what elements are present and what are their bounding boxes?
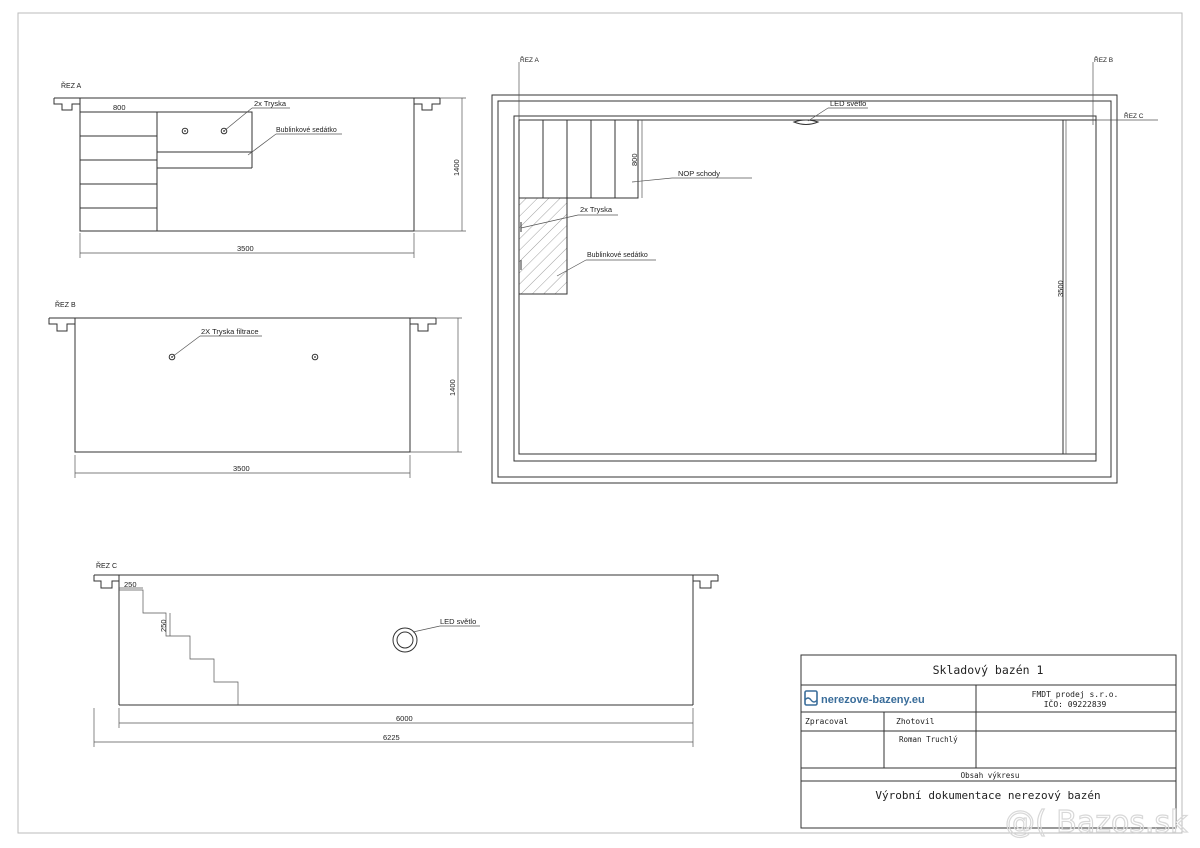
section-c-led-label: LED světlo	[440, 617, 476, 626]
made-by-name: Roman Truchlý	[899, 735, 958, 744]
section-c-rise-dim: 250	[159, 619, 168, 632]
bazos-watermark: @( Bazos.sk	[1005, 805, 1188, 840]
section-a-step-dim: 800	[113, 103, 126, 112]
plan-marker-c: ŘEZ C	[1124, 111, 1144, 120]
project-title: Skladový bazén 1	[933, 663, 1044, 677]
made-by-label: Zhotovil	[896, 717, 935, 726]
section-b-title: ŘEZ B	[55, 300, 76, 309]
plan-marker-b: ŘEZ B	[1094, 55, 1113, 64]
title-block: Skladový bazén 1 nerezove-bazeny.eu FMDT…	[800, 654, 1177, 829]
company-ico: IČO: 09222839	[1044, 698, 1107, 709]
prepared-by-label: Zpracoval	[805, 717, 849, 726]
plan-stairs-dim: 800	[630, 153, 639, 166]
section-a-seat-label: Bublinkové sedátko	[276, 127, 337, 134]
section-b-jets-label: 2X Tryska filtrace	[201, 327, 259, 336]
company-name: FMDT prodej s.r.o.	[1032, 690, 1119, 699]
plan-marker-a: ŘEZ A	[520, 55, 539, 64]
plan-seat-label: Bublinkové sedátko	[587, 252, 648, 259]
plan-width-dim: 3500	[1056, 280, 1065, 297]
section-c-title: ŘEZ C	[96, 561, 117, 570]
section-b-width-dim: 3500	[233, 464, 250, 473]
section-b-height-dim: 1400	[448, 379, 457, 396]
section-a-drawing: ŘEZ A 2x Tryska Bublinkové sedátko 800	[53, 81, 466, 258]
plan-led-label: LED světlo	[830, 99, 866, 108]
section-a-height-dim: 1400	[452, 159, 461, 176]
section-a-width-dim: 3500	[237, 244, 254, 253]
logo-text: nerezove-bazeny.eu	[821, 694, 925, 706]
section-c-inner-dim: 6000	[396, 714, 413, 723]
section-c-outer-dim: 6225	[383, 733, 400, 742]
contents-label: Obsah výkresu	[961, 771, 1020, 780]
section-c-tread-dim: 250	[124, 580, 137, 589]
section-a-jets-label: 2x Tryska	[254, 99, 287, 108]
plan-view-drawing: ŘEZ A ŘEZ B ŘEZ C LED světlo 800 NOP sch…	[491, 55, 1158, 484]
drawing-description: Výrobní dokumentace nerezový bazén	[875, 789, 1100, 802]
section-c-drawing: ŘEZ C 250 250 LED světlo 6000 6225	[93, 561, 719, 747]
plan-jets-label: 2x Tryska	[580, 205, 613, 214]
company-logo: nerezove-bazeny.eu	[804, 690, 925, 706]
sheet-border	[17, 12, 1183, 834]
section-a-title: ŘEZ A	[61, 81, 82, 90]
plan-stairs-label: NOP schody	[678, 169, 720, 178]
section-b-drawing: ŘEZ B 2X Tryska filtrace 1400 3500	[48, 300, 462, 478]
